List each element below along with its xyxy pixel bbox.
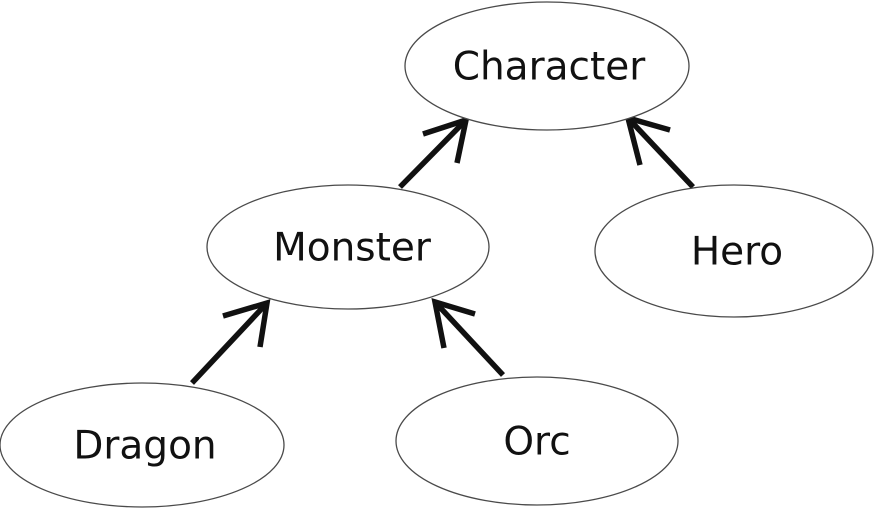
arrowhead-icon [431,298,476,349]
edge-hero-to-character [624,114,696,189]
edge-dragon-to-monster [189,299,271,385]
edge-line [189,301,270,385]
edge-line [398,118,468,189]
node-character-label: Character [453,45,647,90]
node-dragon-shape [0,382,285,508]
node-monster-label: Monster [273,226,432,271]
node-hero-shape [594,184,874,318]
edge-line [625,116,696,189]
node-hero: Hero [594,184,874,318]
node-dragon: Dragon [0,382,285,508]
node-orc: Orc [395,376,679,506]
edge-line [432,300,506,377]
node-orc-label: Orc [503,420,570,465]
node-monster-shape [206,184,490,310]
edge-monster-to-character [398,115,470,189]
node-hero-label: Hero [691,230,783,275]
node-monster: Monster [206,184,490,310]
node-dragon-label: Dragon [73,424,216,469]
arrowhead-icon [422,115,470,164]
node-character-shape [404,1,690,131]
node-orc-shape [395,376,679,506]
node-character: Character [404,1,690,131]
edge-orc-to-monster [431,298,506,377]
arrowhead-icon [222,299,271,348]
